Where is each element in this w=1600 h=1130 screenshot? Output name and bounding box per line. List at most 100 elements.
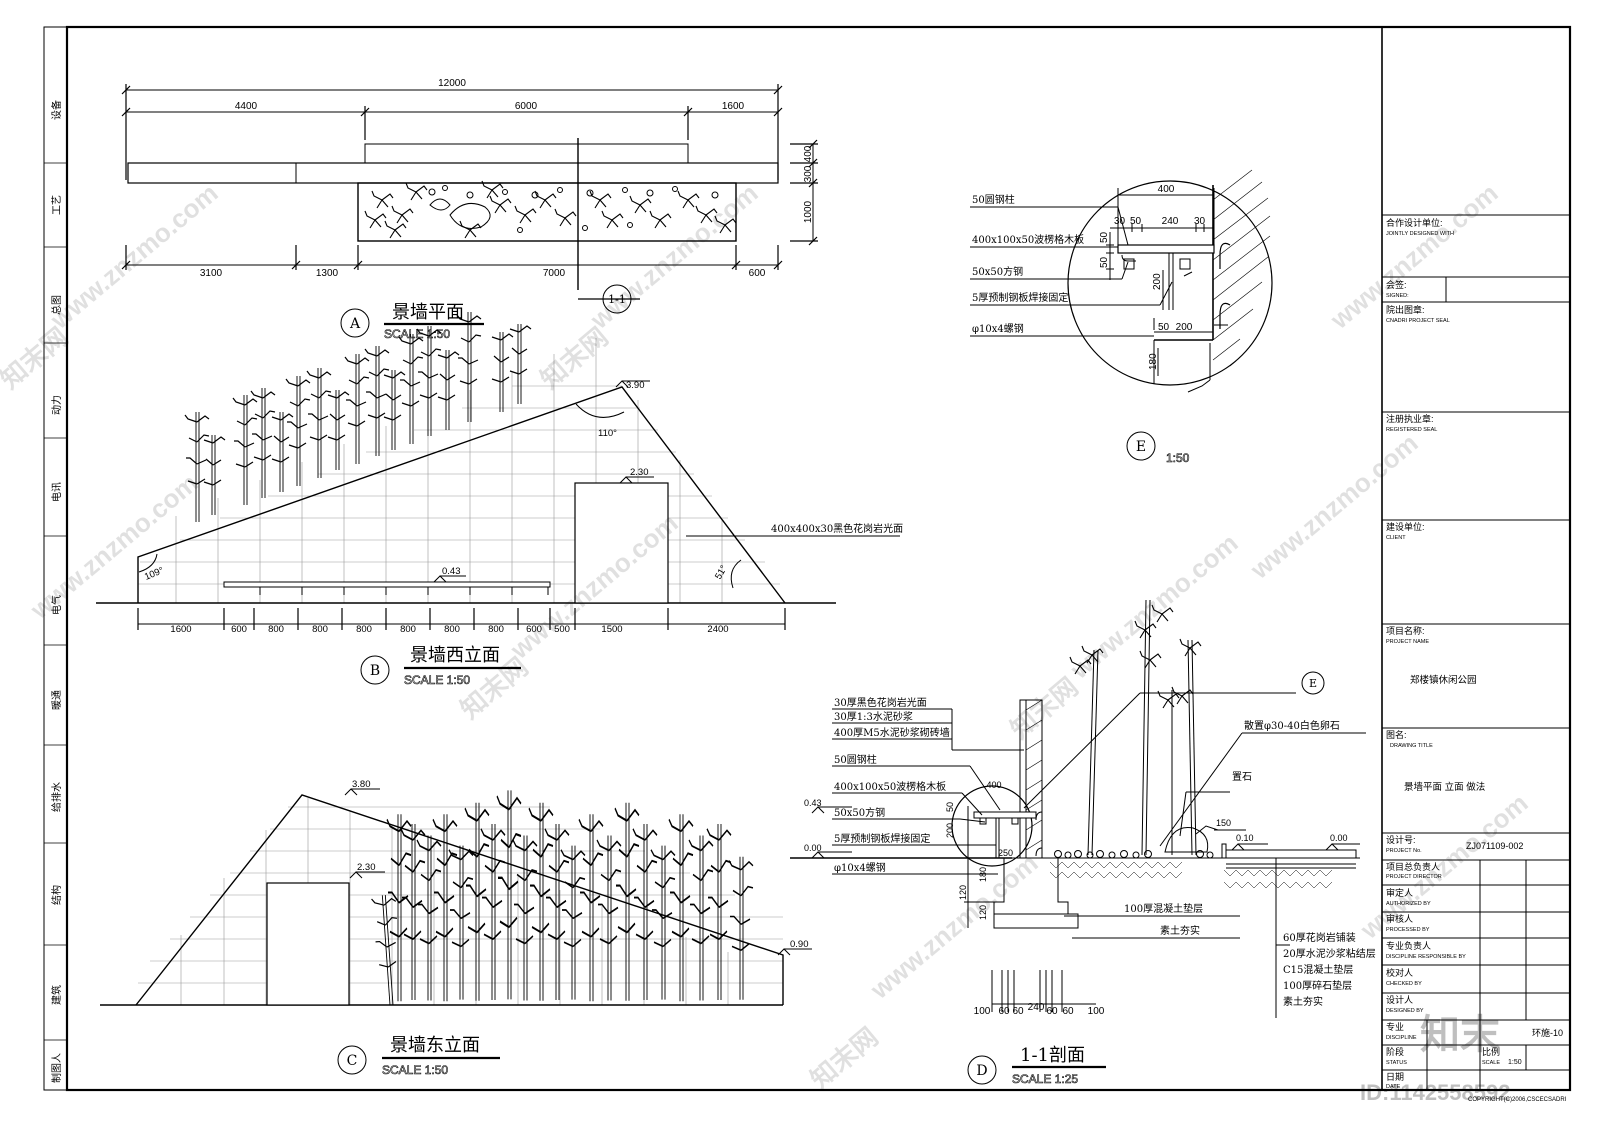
- view-d-dim-400: 400: [986, 780, 1001, 790]
- view-a-scale: SCALE 1:50: [384, 327, 450, 341]
- tb-scale-en: SCALE: [1482, 1060, 1500, 1066]
- view-b-dim-11: 1500: [601, 624, 622, 635]
- tb-drawing-label: 图名:: [1386, 729, 1407, 740]
- tb-design-no-label: 设计号:: [1386, 834, 1416, 845]
- view-d-right-note-1: 散置φ30-40白色卵石: [1244, 719, 1340, 732]
- view-d-note-6: 50x50方钢: [834, 806, 885, 819]
- view-e-note-1: 50圆钢柱: [972, 193, 1015, 206]
- view-b-title-text: 景墙西立面: [410, 645, 500, 666]
- tb-scale-value: 1:50: [1508, 1059, 1522, 1066]
- view-e-note-2: 400x100x50波楞格木板: [972, 233, 1084, 246]
- view-d-note-1: 30厚黑色花岗岩光面: [834, 696, 927, 709]
- view-d-dim-150: 150: [1216, 818, 1231, 828]
- tb-signed-label: 会签:: [1386, 279, 1407, 290]
- view-d-base-note-1: 100厚混凝土垫层: [1124, 902, 1203, 915]
- view-d-note-2: 30厚1:3水泥砂浆: [834, 710, 913, 723]
- view-c-scale: SCALE 1:50: [382, 1063, 448, 1077]
- view-d-bottom-dim-2: 60: [998, 1006, 1010, 1017]
- view-e-dim-180: 180: [1148, 353, 1159, 370]
- tb-role-2: 审定人: [1386, 887, 1413, 898]
- tb-client-label: 建设单位:: [1386, 521, 1425, 532]
- view-e-dim-400: 400: [1158, 184, 1175, 195]
- view-a-dim-4400: 4400: [235, 101, 258, 112]
- tb-role-6: 设计人: [1386, 994, 1413, 1005]
- tb-date: 日期: [1386, 1072, 1404, 1082]
- section-marker-label: 1-1: [608, 293, 626, 306]
- view-e-dim-50a: 50: [1130, 216, 1142, 227]
- view-d-elev-000: 0.00: [804, 843, 822, 853]
- tb-reg-en: REGISTERED SEAL: [1386, 427, 1437, 433]
- sheet-frame: [43, 25, 1572, 1092]
- view-e-detail: [970, 169, 1273, 461]
- view-d-note-5: 400x100x50波楞格木板: [834, 780, 946, 793]
- tb-reg-label: 注册执业章:: [1386, 413, 1434, 424]
- view-b-dim-3: 800: [268, 624, 284, 635]
- tb-date-en: DATE: [1386, 1084, 1401, 1090]
- tb-jointly-en: JOINTLY DESIGNED WITH: [1386, 231, 1454, 237]
- title-block: [1382, 214, 1570, 1090]
- tb-seal-en: CNADRI PROJECT SEAL: [1386, 318, 1450, 324]
- view-d-bottom-dim-3: 60: [1012, 1006, 1024, 1017]
- view-a-label: A: [349, 316, 361, 332]
- view-d-paving-note-2: 20厚水泥沙浆粘结层: [1283, 947, 1376, 960]
- watermark-logo: 知末: [1420, 1013, 1500, 1057]
- tb-discipline: 专业: [1386, 1021, 1404, 1032]
- view-a-dim-1000: 1000: [803, 200, 814, 223]
- strip-general-plan: 总图: [50, 295, 63, 315]
- view-e-dim-240: 240: [1162, 216, 1179, 227]
- strip-power: 动力: [50, 395, 63, 415]
- tb-client-en: CLIENT: [1386, 535, 1406, 541]
- view-a-dim-1600: 1600: [722, 101, 745, 112]
- view-a-dim-300: 300: [803, 165, 814, 182]
- view-e-dim-200a: 200: [1152, 273, 1163, 290]
- tb-drawing-value: 景墙平面 立面 做法: [1404, 781, 1485, 793]
- tb-status: 阶段: [1386, 1046, 1404, 1057]
- view-b-elev-door: 2.30: [630, 467, 649, 478]
- strip-plumbing: 给排水: [50, 782, 63, 812]
- view-d-dim-200: 200: [945, 823, 955, 838]
- tb-drawing-en: DRAWING TITLE: [1390, 743, 1433, 749]
- discipline-strip: 设备 工艺 总图 动力 电讯 电气 暖通 给排水 结构 建筑 制图人: [44, 100, 67, 1083]
- view-d-section: [790, 599, 1366, 1018]
- view-d-note-3: 400厚M5水泥砂浆砌砖墙: [834, 726, 950, 739]
- watermark-id: ID:1142558592: [1360, 1080, 1510, 1105]
- view-b-elev-top: 3.90: [626, 380, 645, 391]
- strip-hvac: 暖通: [50, 690, 63, 710]
- view-d-callout-e: E: [1309, 677, 1317, 690]
- tb-role-4-en: DISCIPLINE RESPONSIBLE BY: [1386, 954, 1466, 960]
- view-d-paving-note-4: 100厚碎石垫层: [1283, 979, 1352, 992]
- view-b-elev-bench: 0.43: [442, 566, 461, 577]
- view-e-note-3: 50x50方钢: [972, 265, 1023, 278]
- view-d-paving-note-5: 素土夯实: [1283, 995, 1323, 1008]
- view-c-label: C: [347, 1053, 358, 1069]
- view-b-dim-10: 500: [554, 624, 570, 635]
- view-b-dim-12: 2400: [707, 624, 728, 635]
- tb-role-2-en: AUTHORIZED BY: [1386, 901, 1431, 907]
- view-c-east-elevation: [100, 788, 812, 1007]
- view-d-title: D 1-1剖面 SCALE 1:25: [967, 1045, 1106, 1086]
- view-e-dim-200b: 200: [1176, 322, 1193, 333]
- tb-project-value: 郑楼镇休闲公园: [1410, 674, 1477, 686]
- view-a-dim-1300: 1300: [316, 268, 339, 279]
- tb-jointly-label: 合作设计单位:: [1386, 217, 1443, 228]
- view-d-dim-120a: 120: [958, 885, 968, 900]
- tb-copyright: COPYRIGHT(C)2006,CSCECSADRI: [1468, 1097, 1567, 1103]
- view-d-bottom-dim-6: 60: [1062, 1006, 1074, 1017]
- view-d-base-note-2: 素土夯实: [1160, 924, 1200, 937]
- view-b-west-elevation: [96, 311, 900, 630]
- view-b-title: B 景墙西立面 SCALE 1:50: [360, 645, 521, 687]
- view-a-dim-total: 12000: [438, 78, 466, 89]
- view-b-dim-6: 800: [400, 624, 416, 635]
- view-d-title-text: 1-1剖面: [1020, 1045, 1085, 1066]
- strip-drafter: 制图人: [50, 1053, 63, 1083]
- view-a-title: A 景墙平面 SCALE 1:50: [340, 302, 484, 341]
- view-d-right-note-2: 置石: [1232, 771, 1252, 783]
- view-c-title-text: 景墙东立面: [390, 1035, 480, 1056]
- strip-equipment: 设备: [50, 100, 63, 120]
- tb-discipline-en: DISCIPLINE: [1386, 1035, 1417, 1041]
- view-d-note-8: φ10x4螺钢: [834, 861, 886, 874]
- view-b-angle-top: 110°: [598, 428, 617, 439]
- tb-seal-label: 院出图章:: [1386, 304, 1425, 315]
- view-c-elev-door: 2.30: [357, 862, 376, 873]
- view-d-bottom-dim-5: 60: [1046, 1006, 1058, 1017]
